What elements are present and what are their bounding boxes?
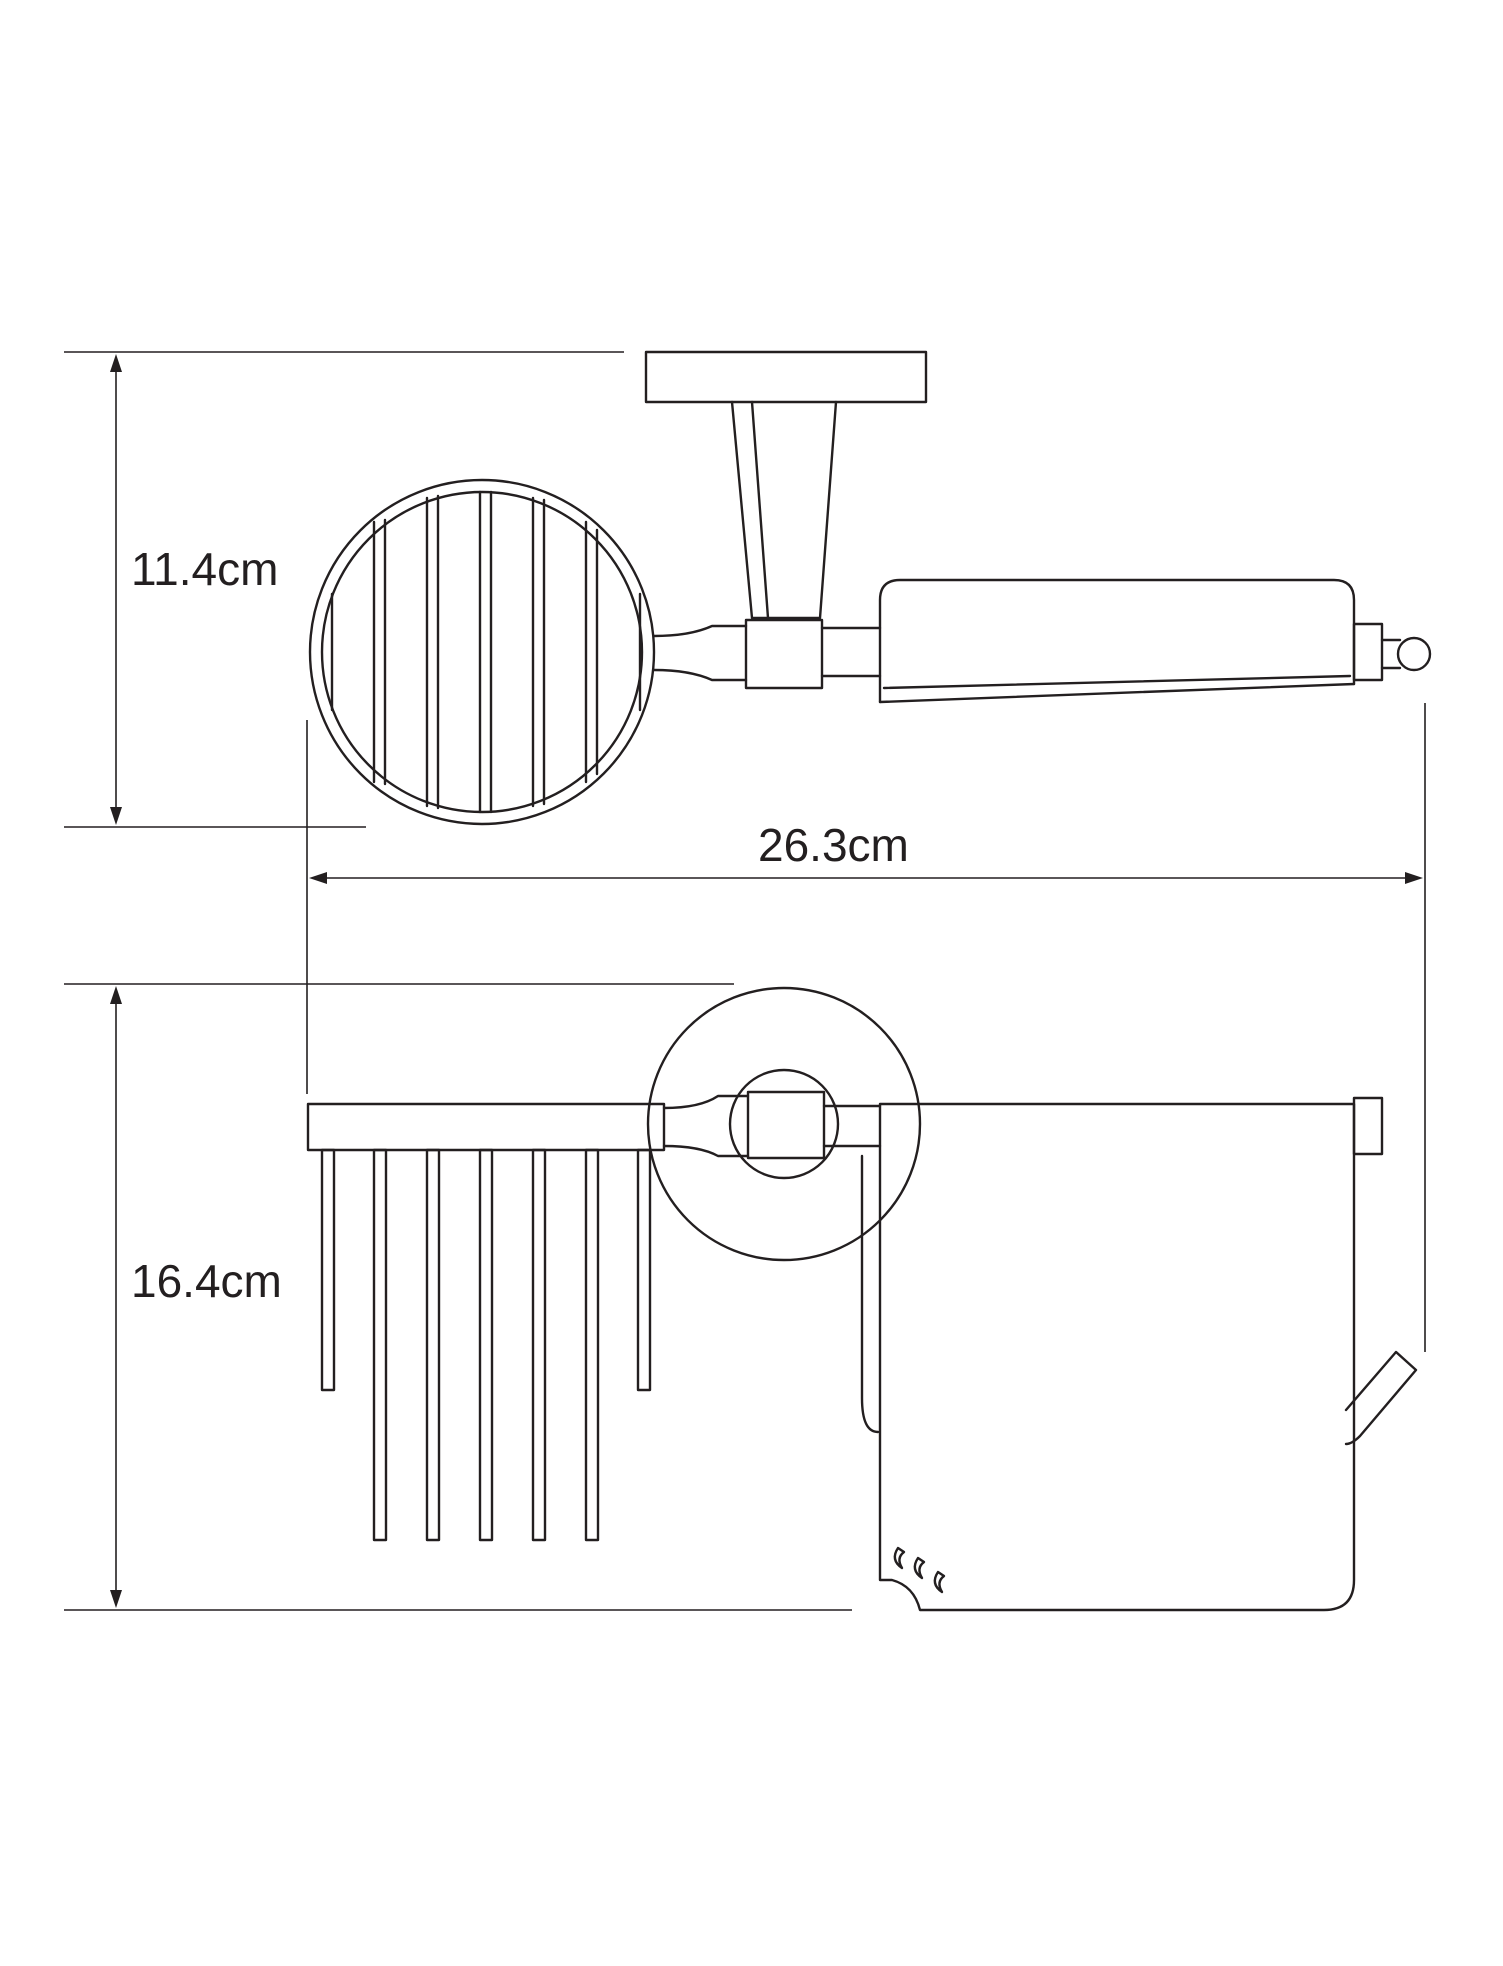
dimension-label-width: 26.3cm [758, 819, 909, 871]
basket-top-bar [306, 1102, 666, 1152]
arrowhead-right [1405, 872, 1423, 884]
arm-left [652, 624, 748, 638]
basket-bars [330, 490, 642, 814]
arrowhead-up [110, 354, 122, 372]
arm-front [662, 1094, 750, 1110]
dimension-lines [64, 351, 1426, 1611]
round-basket-inner [320, 490, 644, 814]
dimension-label-height-bottom: 16.4cm [131, 1255, 282, 1307]
tear-edge-marks [893, 1546, 946, 1594]
holder-back-plate [860, 1154, 880, 1434]
connector-block-front [746, 1090, 826, 1160]
support-post [730, 400, 838, 620]
round-basket-outer [308, 478, 656, 826]
front-view [306, 986, 1418, 1612]
arrowhead-down [110, 807, 122, 825]
connector-block [744, 618, 824, 690]
wall-rosette [646, 986, 922, 1262]
top-view [308, 350, 1432, 826]
basket-tines [320, 1148, 652, 1542]
dimension-label-height-top: 11.4cm [131, 543, 279, 595]
paper-cover-front [878, 1102, 1356, 1612]
wall-plate [644, 350, 928, 404]
arrowhead-up [110, 986, 122, 1004]
arrowhead-left [309, 872, 327, 884]
rosette-hub [728, 1068, 840, 1180]
spring-hook [1344, 1350, 1418, 1446]
arrowhead-down [110, 1590, 122, 1608]
end-knob [1396, 636, 1432, 672]
end-cap-front [1352, 1096, 1384, 1156]
end-cap [1352, 622, 1384, 682]
paper-cover-top [878, 578, 1356, 704]
